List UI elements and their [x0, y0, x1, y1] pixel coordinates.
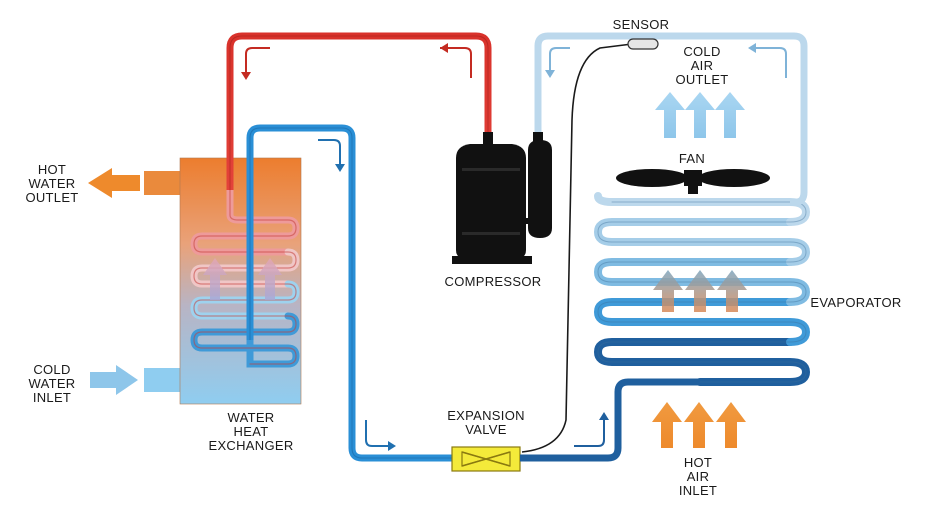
- flow-arrow-icon: [752, 47, 787, 78]
- hot-air-inlet-label: HOT AIR INLET: [678, 455, 718, 498]
- fan-icon: [616, 169, 770, 194]
- compressor-icon: [452, 132, 552, 264]
- tank-heat-arrows: [203, 258, 282, 300]
- mid-air-arrow-icon: [653, 270, 683, 312]
- flow-arrowhead-icon: [599, 412, 609, 420]
- sensor-label: SENSOR: [612, 17, 670, 32]
- water-heat-exchanger-label: WATER HEAT EXCHANGER: [208, 410, 294, 453]
- cold-water-inlet-port: [144, 368, 180, 392]
- flow-arrow-icon: [365, 420, 392, 447]
- flow-arrow-icon: [574, 418, 605, 447]
- evaporator-air-arrows: [653, 270, 747, 312]
- flow-arrow-icon: [318, 139, 341, 168]
- cold-air-arrows: [655, 92, 745, 138]
- liquid-line-outline: [249, 127, 452, 459]
- hot-air-arrow-icon: [684, 402, 714, 448]
- flow-arrowhead-icon: [545, 70, 555, 78]
- sensor-capillary: [521, 43, 633, 453]
- cold-water-inlet-label: COLD WATER INLET: [28, 362, 76, 405]
- cold-water-arrow-icon: [90, 365, 138, 395]
- evaporator-feed-line: [520, 378, 700, 462]
- flow-arrowhead-icon: [440, 43, 448, 53]
- flow-arrow-icon: [440, 47, 472, 78]
- tank-arrow-icon: [258, 258, 282, 300]
- cold-air-arrow-icon: [655, 92, 685, 138]
- discharge-line-outline: [229, 35, 489, 190]
- hot-water-outlet-port: [144, 171, 180, 195]
- cold-air-outlet-label: COLD AIR OUTLET: [675, 44, 729, 87]
- fan-label: FAN: [678, 151, 706, 166]
- hot-air-arrow-icon: [716, 402, 746, 448]
- cold-air-arrow-icon: [715, 92, 745, 138]
- flow-arrow-icon: [245, 47, 270, 76]
- flow-arrow-icon: [549, 47, 570, 74]
- flow-arrowhead-icon: [335, 164, 345, 172]
- mid-air-arrow-icon: [717, 270, 747, 312]
- condenser-coil: [190, 186, 300, 368]
- cold-air-arrow-icon: [685, 92, 715, 138]
- flow-arrowhead-icon: [748, 43, 756, 53]
- hot-water-outlet-label: HOT WATER OUTLET: [25, 162, 79, 205]
- hot-air-arrow-icon: [652, 402, 682, 448]
- flow-arrowhead-icon: [388, 441, 396, 451]
- hot-water-arrow-icon: [88, 168, 140, 198]
- compressor-label: COMPRESSOR: [444, 274, 542, 289]
- evaporator-label: EVAPORATOR: [810, 295, 902, 310]
- sensor-icon: [627, 38, 659, 50]
- suction-line: [534, 32, 808, 206]
- mid-air-arrow-icon: [685, 270, 715, 312]
- flow-arrowhead-icon: [241, 72, 251, 80]
- expansion-valve-icon: [451, 446, 521, 472]
- hot-air-arrows: [652, 402, 746, 448]
- tank-arrow-icon: [203, 258, 227, 300]
- expansion-valve-label: EXPANSION VALVE: [447, 408, 525, 437]
